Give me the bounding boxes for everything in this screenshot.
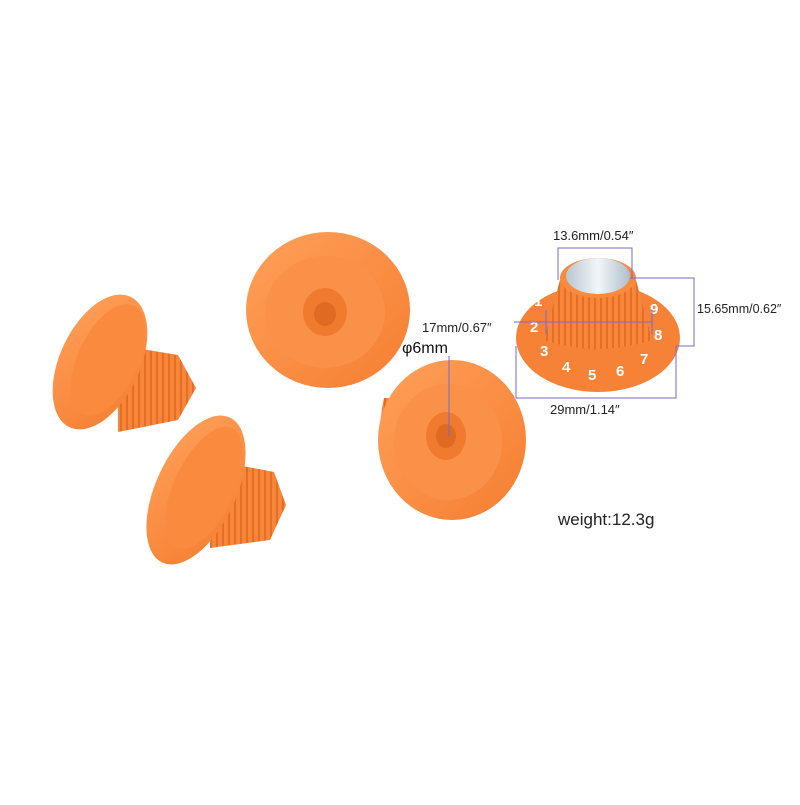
dial-number-4: 4: [562, 359, 571, 376]
dial-number-6: 6: [616, 363, 624, 380]
knob-left: [52, 294, 196, 432]
dial-number-5: 5: [588, 367, 596, 384]
knob-center: [378, 360, 526, 520]
knob-dimensioned-silver-cap: [566, 258, 630, 294]
height-line: [630, 277, 695, 347]
knob-bottom-left-skirt-inner: [165, 426, 243, 550]
top-diameter-line: [557, 247, 633, 280]
knob-left-skirt-inner: [70, 304, 146, 416]
knob-top-shaft-hole: [314, 302, 336, 326]
knob-bottom-left: [146, 415, 286, 565]
knob-center-shaft-hole: [436, 424, 456, 448]
label-top-diameter: 13.6mm/0.54″: [553, 228, 634, 243]
knob-dimensioned-ribs: [544, 280, 652, 349]
dial-number-7: 7: [640, 351, 648, 368]
label-bottom-diameter: 29mm/1.14″: [550, 402, 620, 417]
dimension-lines: [448, 247, 695, 436]
label-height: 15.65mm/0.62″: [697, 302, 782, 316]
dial-number-3: 3: [540, 343, 548, 360]
label-skirt-inner: 17mm/0.67″: [422, 320, 492, 335]
bottom-diameter-line: [515, 346, 677, 399]
dial-number-8: 8: [654, 327, 662, 344]
label-shaft: φ6mm: [402, 340, 448, 357]
dial-number-2: 2: [530, 319, 538, 336]
label-weight: weight:12.3g: [558, 510, 655, 529]
dial-number-1: 1: [534, 293, 542, 310]
knob-top: [246, 232, 410, 388]
dial-number-9: 9: [650, 301, 658, 318]
